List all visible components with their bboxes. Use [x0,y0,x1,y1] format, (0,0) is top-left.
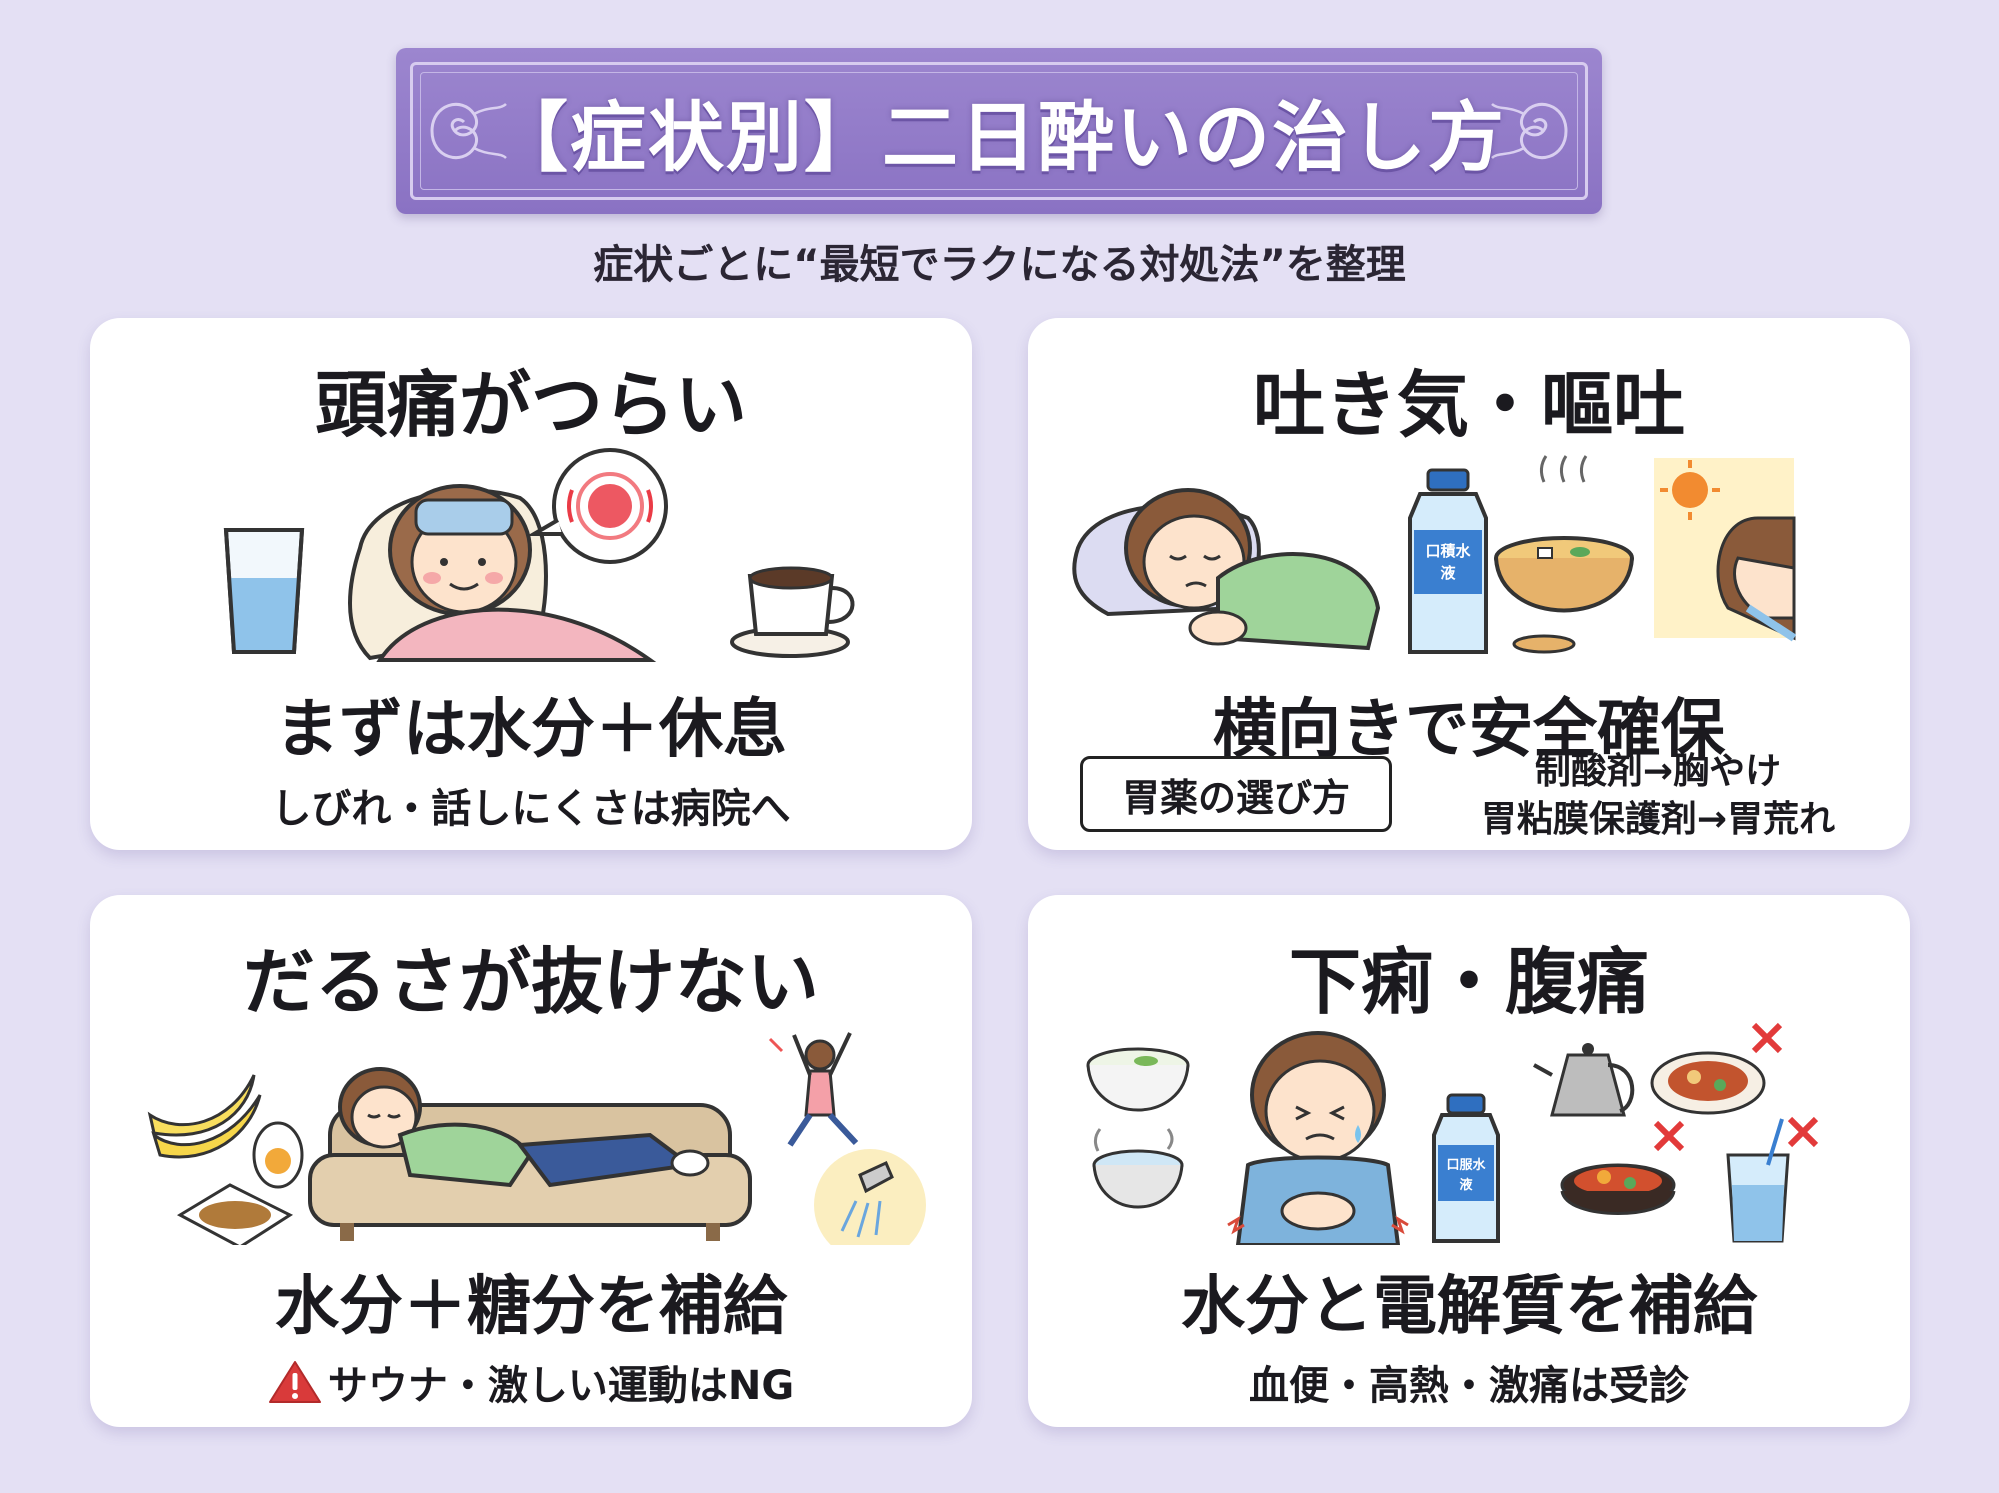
card-nausea: 吐き気・嘔吐 口積水 液 [1028,318,1910,850]
cross-icon [1787,1116,1819,1148]
warning-icon [268,1361,321,1403]
card-main-advice: まずは水分＋休息 [275,693,787,767]
shower-icon [814,1149,926,1245]
medicine-line: 胃粘膜保護剤→胃荒れ [1480,799,1836,840]
stomachache-boy-icon [1227,1031,1409,1245]
stretch-person-icon [768,1032,859,1147]
svg-text:液: 液 [1440,564,1456,582]
card-diarrhea: 下痢・腹痛 口服水 液 [1028,895,1910,1427]
headache-illustration [223,448,855,662]
kettle-icon [1533,1043,1635,1117]
card-fatigue: だるさが抜けない [90,895,972,1427]
card-title: 吐き気・嘔吐 [1252,363,1685,447]
lying-sideways-man-icon [1072,488,1381,651]
water-bottle-icon: 口積水 液 [1408,468,1488,654]
card-headache: 頭痛がつらい [90,318,972,850]
page-title: 【症状別】二日酔いの治し方 [492,93,1506,182]
title-banner: 【症状別】二日酔いの治し方 [396,48,1602,214]
card-main-advice: 横向きで安全確保 [1213,693,1725,767]
card-title: だるさが抜けない [242,940,819,1024]
card-main-advice: 水分＋糖分を補給 [275,1270,787,1344]
broth-bowl-icon [1092,1128,1184,1209]
sun-icon [1654,458,1797,642]
coffee-cup-icon [730,566,855,658]
nausea-illustration: 口積水 液 [1072,455,1797,654]
card-sub-note: サウナ・激しい運動はNG [90,1353,972,1411]
lying-man-icon [338,1067,710,1188]
curry-plate-icon [1650,1022,1783,1115]
stew-pot-icon [1560,1120,1685,1215]
miso-soup-icon [1494,455,1634,654]
card-sub-note: 血便・高熱・激痛は受診 [1249,1363,1689,1409]
card-title: 頭痛がつらい [314,363,747,447]
card-title: 下痢・腹痛 [1288,940,1649,1024]
flourish-ornament-icon [1491,102,1568,160]
banana-icon [147,1074,262,1159]
banner-frame-inner [420,72,1578,190]
pain-burst-icon [526,448,668,564]
flourish-ornament-icon [430,102,507,160]
egg-icon [252,1121,304,1189]
page-subtitle: 症状ごとに“最短でラクになる対処法”を整理 [593,242,1406,288]
svg-text:口積水: 口積水 [1425,542,1471,560]
medicine-line: 制酸剤→胸やけ [1534,751,1782,792]
card-main-advice: 水分と電解質を補給 [1181,1270,1757,1344]
resting-woman-icon [348,484,657,662]
iced-drink-icon [1726,1116,1819,1243]
cross-icon [1751,1022,1783,1054]
rice-bowl-icon [1086,1047,1190,1112]
cold-pack-icon [414,498,514,536]
natto-icon [176,1183,294,1245]
svg-text:口服水: 口服水 [1446,1157,1486,1173]
svg-text:液: 液 [1459,1177,1472,1193]
card-sub-note: しびれ・話しにくさは病院へ [271,786,791,832]
diarrhea-illustration: 口服水 液 [1086,1022,1819,1245]
stomach-medicine-label: 胃薬の選び方 [1080,756,1392,832]
banner-frame [410,62,1588,200]
card-sub-text: サウナ・激しい運動はNG [327,1363,795,1409]
water-bottle-icon: 口服水 液 [1432,1093,1500,1243]
medicine-guide: 制酸剤→胸やけ 胃粘膜保護剤→胃荒れ [1428,748,1888,844]
water-glass-icon [223,528,305,654]
cross-icon [1653,1120,1685,1152]
fatigue-illustration [147,1032,926,1245]
